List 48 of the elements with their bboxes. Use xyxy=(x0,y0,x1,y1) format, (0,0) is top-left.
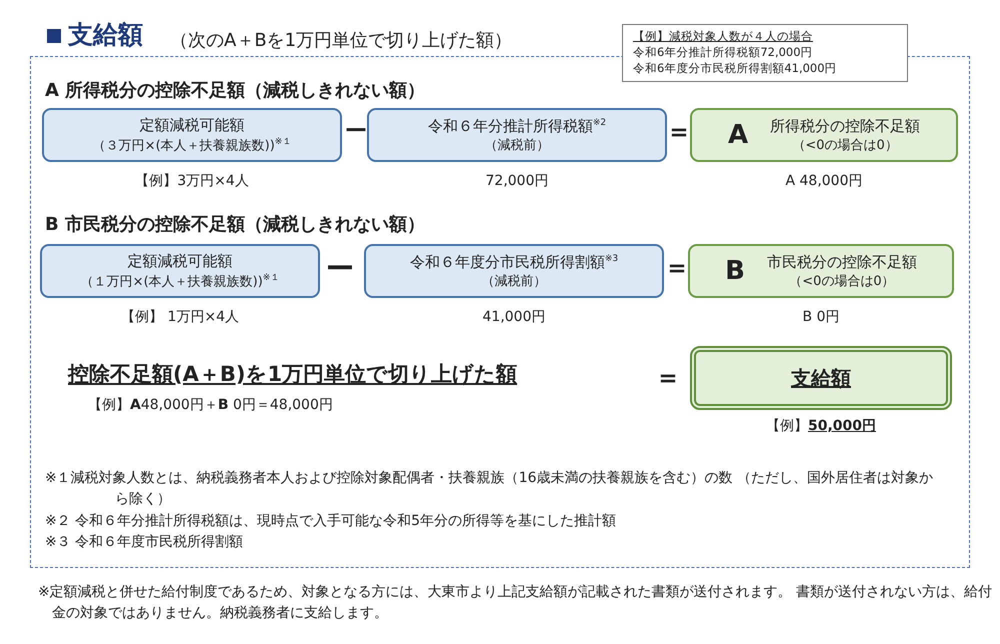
example-value: 【例】3万円×4人 xyxy=(134,172,250,190)
equals-sign: ＝ xyxy=(664,252,690,285)
formula-heading: 控除不足額(A＋B)を1万円単位で切り上げた額 xyxy=(68,361,518,388)
box-note: （減税前） xyxy=(482,272,546,290)
box-heading: 令和６年分推計所得税額$^{※2}$ xyxy=(428,116,606,136)
formula-box xyxy=(364,244,664,298)
payment-amount-box xyxy=(690,346,952,410)
box-heading: 定額減税可能額 xyxy=(128,252,232,271)
example-value: B 0円 xyxy=(802,308,840,326)
footnote: ※１減税対象人数とは、納税義務者本人および控除対象配偶者・扶養親族（16歳未満の扶養親族を含む）の数 （ただし、国外居住者は対象から除く） xyxy=(45,469,934,509)
example-line: 令和6年度分市民税所得割額41,000円 xyxy=(633,60,838,76)
box-note: （３万円×(本人＋扶養親族数))$^{※１}$ xyxy=(92,136,292,154)
equals-sign: ＝ xyxy=(655,362,681,395)
footnote: ※３ 令和６年度市民税所得割額 xyxy=(45,533,244,551)
box-heading: 所得税分の控除不足額 xyxy=(770,116,920,136)
box-heading: 定額減税可能額 xyxy=(140,116,244,135)
example-calculation: 【例】A48,000円＋B 0円＝48,000円 xyxy=(88,396,333,414)
example-value: A 48,000円 xyxy=(784,172,864,190)
box-note: （１万円×(本人＋扶養親族数))$^{※１}$ xyxy=(80,272,280,290)
formula-box xyxy=(367,108,667,162)
box-note: （<0の場合は0） xyxy=(792,136,898,154)
example-value: 【例】 1万円×4人 xyxy=(120,308,240,326)
box-heading: 支給額 xyxy=(791,364,851,392)
box-heading: 令和６年度分市民税所得割額$^{※3}$ xyxy=(410,252,618,272)
example-value: 72,000円 xyxy=(484,172,550,190)
box-note: （<0の場合は0） xyxy=(789,272,895,290)
result-letter: B xyxy=(725,256,745,286)
title: 支給額 xyxy=(68,19,143,51)
section-heading: B 市民税分の控除不足額（減税しきれない額） xyxy=(45,213,425,236)
box-note: （減税前） xyxy=(484,136,550,154)
notice-text: ※定額減税と併せた給付制度であるため、対象となる方には、大東市より上記支給額が記載された書類が送付されます。 書類が送付されない方は、給付金の対象ではありません。納税義務者に支給します。 xyxy=(38,583,994,623)
equals-sign: ＝ xyxy=(666,116,692,149)
box-heading: 市民税分の控除不足額 xyxy=(766,252,917,272)
example-heading: 【例】減税対象人数が４人の場合 xyxy=(633,28,814,44)
result-box xyxy=(688,244,954,298)
example-note-box xyxy=(622,24,908,82)
formula-box xyxy=(42,108,342,162)
minus-sign: ー xyxy=(326,251,354,287)
formula-box xyxy=(40,244,320,298)
result-letter: A xyxy=(728,120,748,150)
result-box xyxy=(690,108,958,162)
minus-sign: ー xyxy=(345,118,367,146)
subtitle: （次のA＋Bを1万円単位で切り上げた額） xyxy=(170,29,512,52)
section-heading: A 所得税分の控除不足額（減税しきれない額） xyxy=(45,79,426,102)
footnote: ※２ 令和６年分推計所得税額は、現時点で入手可能な令和5年分の所得等を基にした推計額 xyxy=(45,512,616,530)
example-line: 令和6年分推計所得税額72,000円 xyxy=(633,44,814,60)
example-value: 41,000円 xyxy=(482,308,546,326)
example-value: 【例】50,000円 xyxy=(764,417,878,435)
